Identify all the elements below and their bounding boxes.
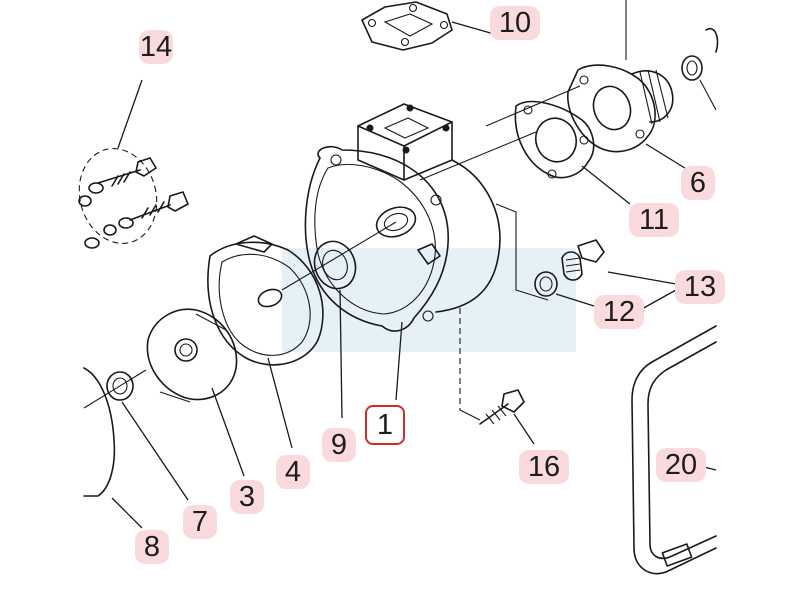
gasket-10[interactable] [361, 1, 495, 51]
edge-ring[interactable] [681, 27, 719, 111]
plug-13[interactable] [561, 239, 677, 311]
assembly-lines [459, 203, 549, 421]
label-part-11[interactable]: 11 [629, 203, 679, 237]
label-part-3[interactable]: 3 [230, 480, 264, 514]
label-part-10[interactable]: 10 [490, 6, 540, 40]
impeller-3[interactable] [146, 308, 245, 477]
label-part-4[interactable]: 4 [276, 455, 310, 489]
label-part-13[interactable]: 13 [675, 270, 725, 304]
ring-7[interactable] [106, 371, 189, 501]
label-part-14[interactable]: 14 [139, 30, 173, 64]
o-ring-12[interactable] [534, 271, 595, 307]
label-part-12[interactable]: 12 [594, 295, 644, 329]
bolt-16[interactable] [479, 389, 535, 445]
flange-6[interactable] [485, 0, 689, 171]
label-part-16[interactable]: 16 [519, 450, 569, 484]
outer-cover-8[interactable] [83, 367, 147, 529]
label-part-7[interactable]: 7 [183, 505, 217, 539]
frame-20[interactable] [631, 325, 717, 575]
cover-plate-4[interactable] [207, 221, 397, 449]
gasket-11[interactable] [419, 100, 631, 205]
label-part-6[interactable]: 6 [681, 166, 715, 200]
pump-body-1[interactable] [304, 103, 501, 401]
bolt-set-14[interactable] [69, 79, 189, 252]
label-part-1[interactable]: 1 [365, 405, 405, 445]
seal-ring-9[interactable] [308, 236, 362, 419]
label-part-20[interactable]: 20 [656, 448, 706, 482]
label-part-9[interactable]: 9 [322, 428, 356, 462]
label-part-8[interactable]: 8 [135, 530, 169, 564]
